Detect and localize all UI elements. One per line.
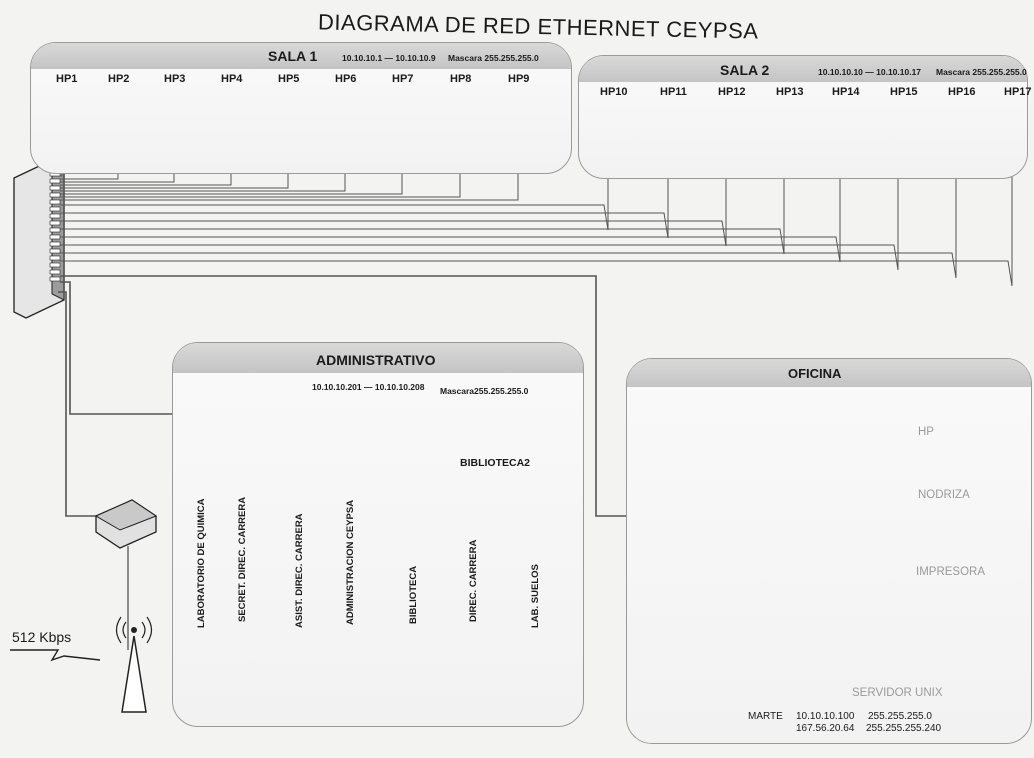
pc-host-label: HP14 (832, 86, 860, 98)
room-oficina (626, 358, 1032, 744)
network-cable (60, 205, 608, 230)
link-speed-label: 512 Kbps (12, 629, 71, 645)
router-icon (96, 500, 156, 548)
wan-link-icon (10, 650, 100, 660)
admin-mask: Mascara255.255.255.0 (440, 386, 528, 396)
network-cable (60, 245, 898, 270)
pc-host-label: HP17 (1004, 86, 1032, 98)
admin-host-label: SECRET. DIREC. CARRERA (237, 497, 248, 622)
room-administrativo (172, 342, 584, 727)
impresora-label: IMPRESORA (916, 566, 985, 578)
admin-range: 10.10.10.201 — 10.10.10.208 (312, 382, 424, 392)
network-cable (60, 253, 956, 278)
pc-host-label: HP6 (335, 73, 356, 85)
pc-host-label: HP11 (660, 86, 687, 98)
sala2-range: 10.10.10.10 — 10.10.10.17 (818, 67, 921, 77)
admin-title: ADMINISTRATIVO (316, 352, 436, 368)
admin-host-label: ADMINISTRACION CEYPSA (345, 500, 356, 625)
pc-host-label: HP9 (508, 73, 529, 85)
server-name: MARTE (748, 711, 783, 722)
pc-host-label: HP12 (718, 86, 746, 98)
pc-host-label: HP1 (56, 73, 77, 85)
network-cable (60, 261, 1012, 286)
pc-host-label: HP13 (776, 86, 804, 98)
sala1-mask: Mascara 255.255.255.0 (448, 53, 539, 63)
network-cable (60, 229, 784, 254)
sala1-title: SALA 1 (268, 48, 317, 64)
router-uplink-cable (58, 292, 100, 516)
sala1-range: 10.10.10.1 — 10.10.10.9 (342, 53, 436, 63)
sala2-mask: Mascara 255.255.255.0 (936, 67, 1027, 77)
pc-host-label: HP7 (392, 73, 413, 85)
network-cable (60, 237, 840, 262)
admin-host-label: LABORATORIO DE QUIMICA (196, 499, 207, 628)
pc-host-label: HP16 (948, 86, 976, 98)
server-mask1: 255.255.255.0 (868, 711, 932, 722)
server-ip2: 167.56.20.64 (796, 723, 854, 734)
network-cable (60, 213, 668, 238)
pc-host-label: HP5 (278, 73, 299, 85)
admin-host-label: DIREC. CARRERA (468, 540, 479, 622)
network-cable (60, 221, 726, 246)
oficina-hp-label: HP (918, 426, 934, 438)
pc-host-label: HP4 (221, 73, 242, 85)
nodriza-label: NODRIZA (918, 489, 970, 501)
pc-host-label: HP10 (600, 86, 628, 98)
server-ip1: 10.10.10.100 (796, 711, 854, 722)
biblioteca2-label: BIBLIOTECA2 (460, 457, 530, 469)
network-cable (60, 175, 118, 179)
pc-host-label: HP8 (450, 73, 471, 85)
antenna-icon (117, 617, 152, 712)
pc-host-label: HP2 (108, 73, 129, 85)
oficina-title: OFICINA (788, 366, 841, 381)
pc-host-label: HP15 (890, 86, 918, 98)
pc-host-label: HP3 (164, 73, 185, 85)
main-switch-icon (14, 160, 64, 318)
servidor-label: SERVIDOR UNIX (852, 687, 943, 699)
admin-host-label: LAB. SUELOS (530, 564, 541, 628)
server-mask2: 255.255.255.240 (866, 723, 941, 734)
sala2-title: SALA 2 (720, 62, 769, 78)
admin-host-label: ASIST. DIREC. CARRERA (294, 513, 305, 628)
admin-host-label: BIBLIOTECA (408, 566, 419, 624)
